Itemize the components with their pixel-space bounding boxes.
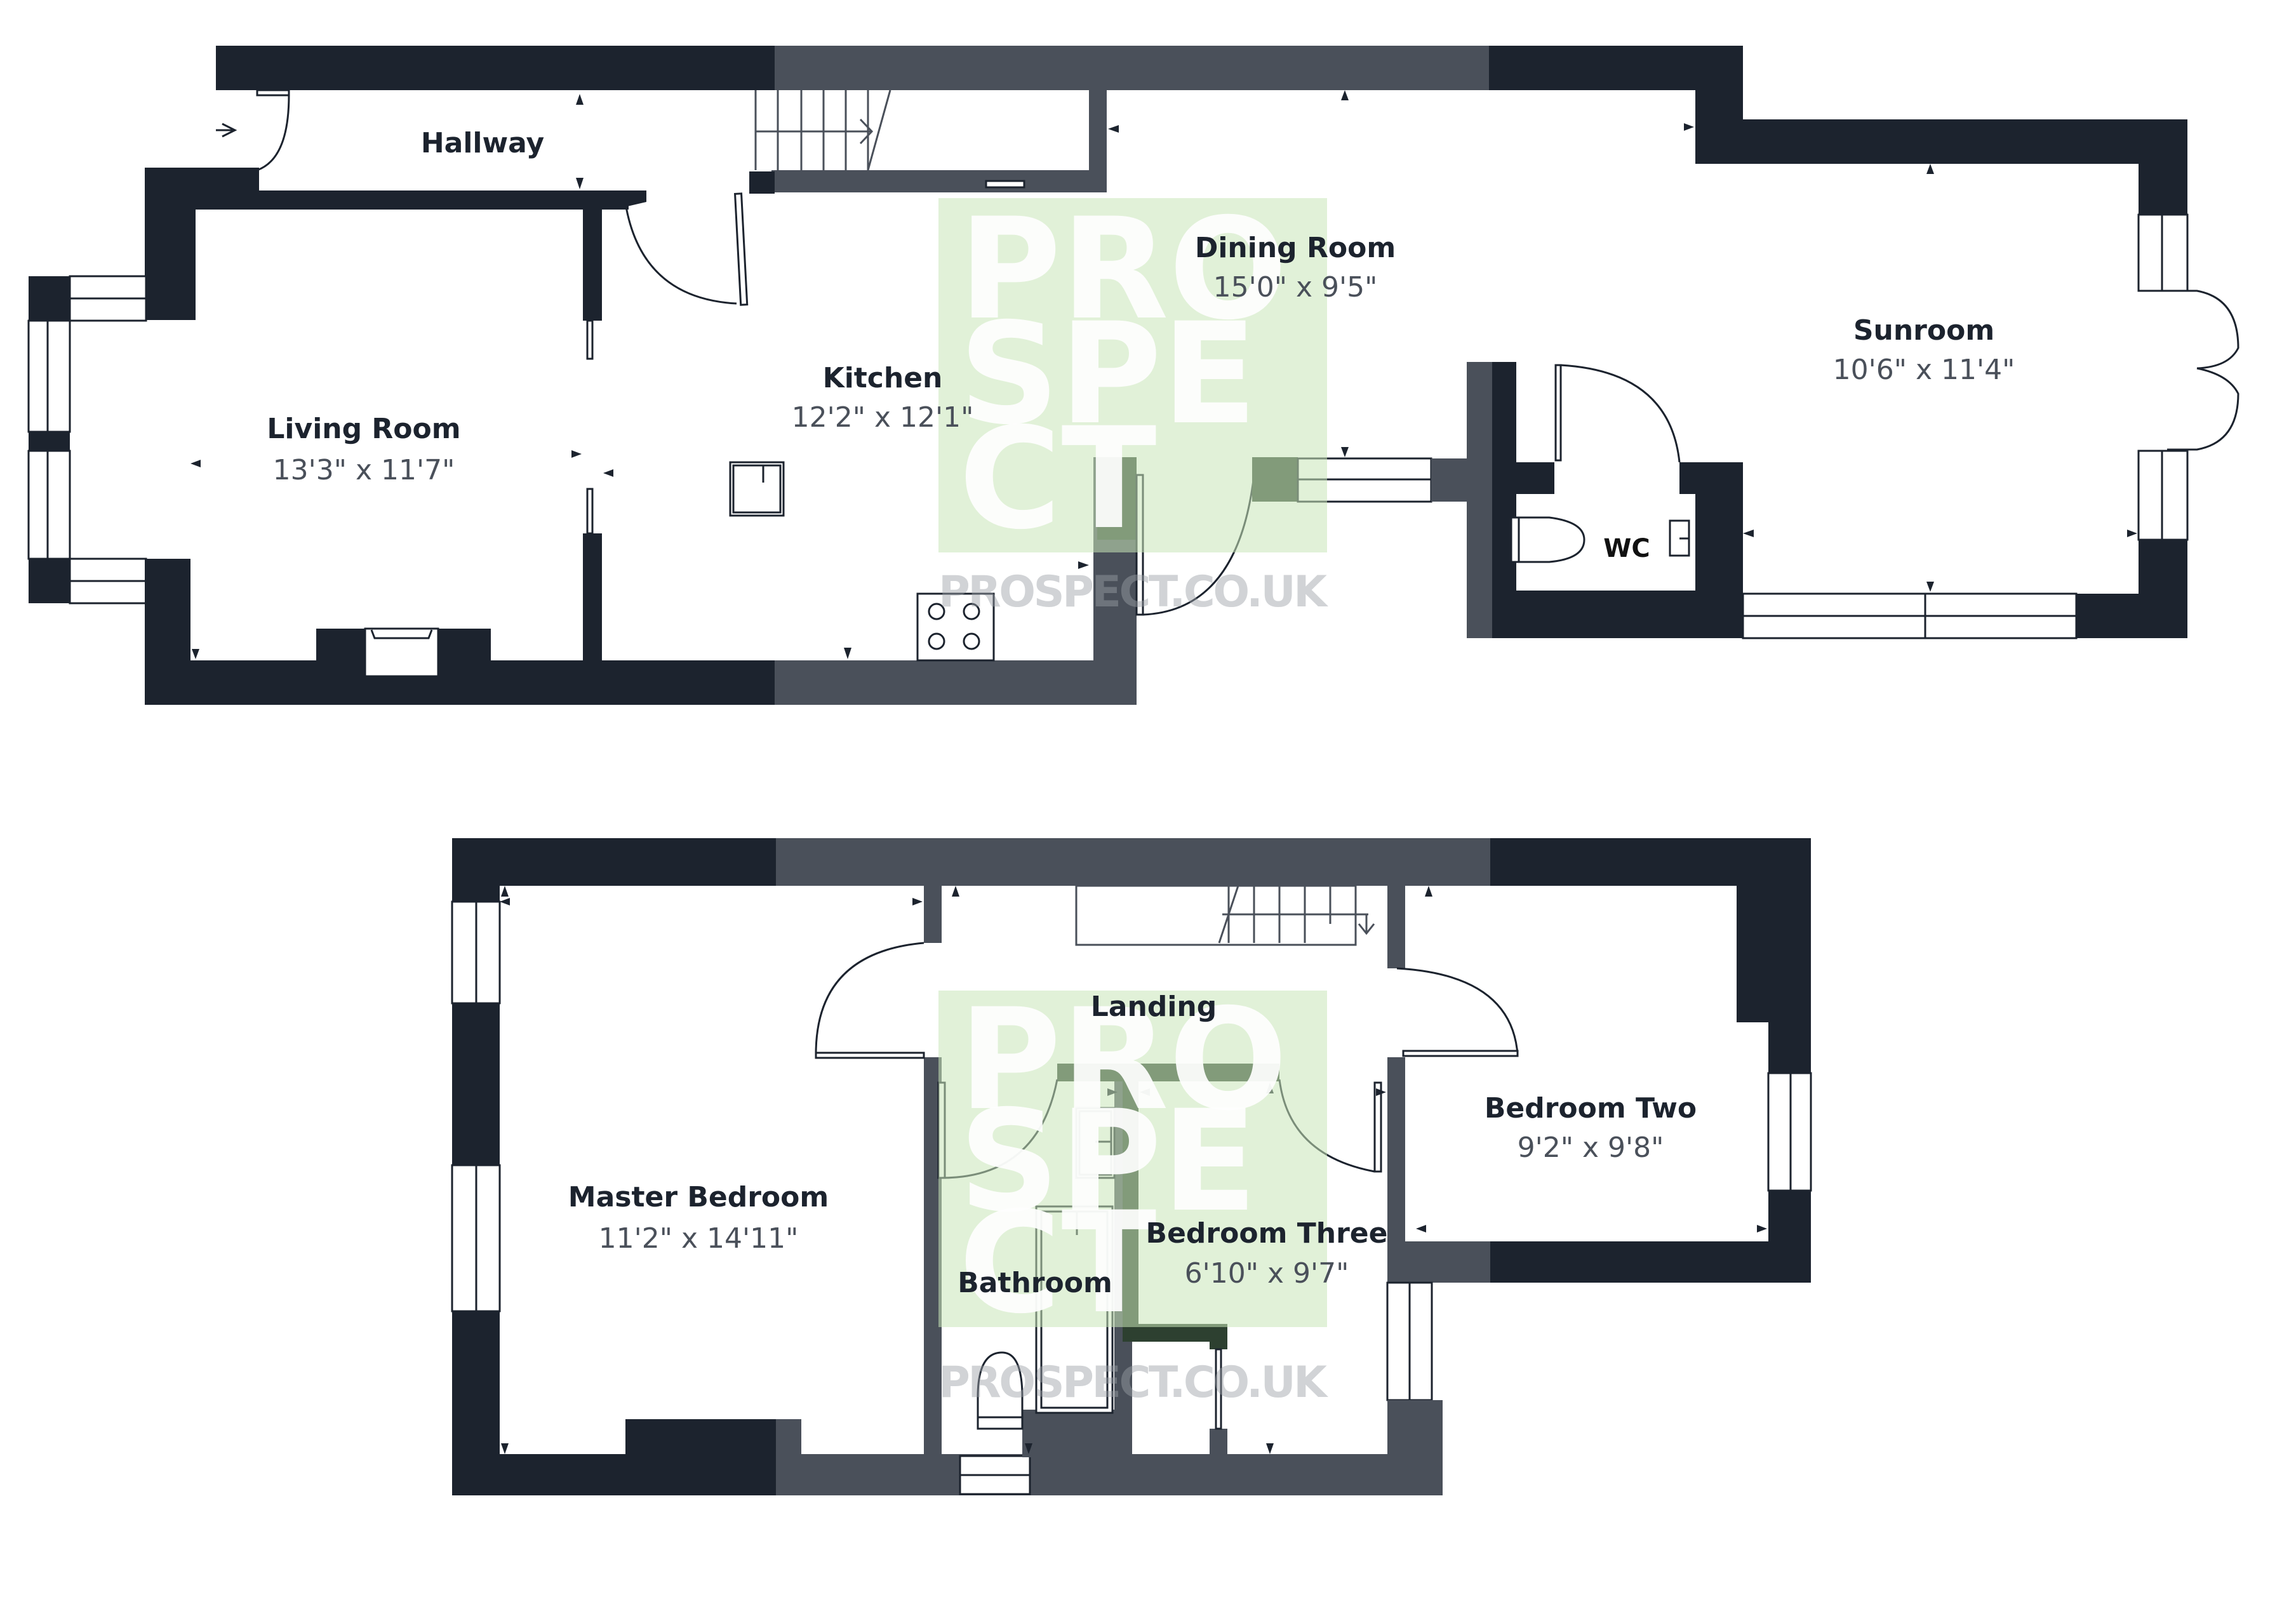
room-dims-dining-room: 15'0" x 9'5" (1213, 271, 1378, 304)
first-floor (451, 838, 1812, 1495)
room-name-dining-room: Dining Room (1195, 232, 1396, 264)
room-dims-bedroom-three: 6'10" x 9'7" (1185, 1257, 1349, 1290)
room-name-bedroom-two: Bedroom Two (1485, 1092, 1697, 1125)
watermark-url: PROSPECT.CO.UK (938, 567, 1328, 617)
stairs-first (1075, 885, 1375, 946)
room-name-hallway: Hallway (421, 127, 544, 159)
room-name-wc: WC (1603, 534, 1650, 563)
watermark-first: PRO SPE CT PROSPECT.CO.UK (938, 978, 1328, 1408)
room-labels-first: Master Bedroom 11'2" x 14'11" Landing Ba… (568, 991, 1697, 1299)
room-dims-kitchen: 12'2" x 12'1" (792, 401, 974, 434)
room-name-bedroom-three: Bedroom Three (1146, 1217, 1388, 1250)
ground-floor (27, 46, 2239, 705)
watermark-text-line2: SPE (959, 1080, 1257, 1243)
watermark-text-line3: CT (959, 397, 1157, 560)
watermark-ground: PRO SPE CT PROSPECT.CO.UK (938, 188, 1328, 617)
watermark-text-line1: PRO (959, 978, 1288, 1141)
watermark-text-line2: SPE (959, 293, 1257, 455)
room-name-living-room: Living Room (267, 413, 460, 445)
room-dims-sunroom: 10'6" x 11'4" (1833, 354, 2015, 386)
stairs-ground (754, 90, 891, 171)
watermark-text-line1: PRO (959, 188, 1288, 351)
room-name-sunroom: Sunroom (1853, 314, 1994, 347)
room-dims-living-room: 13'3" x 11'7" (273, 454, 455, 486)
room-dims-master-bedroom: 11'2" x 14'11" (599, 1222, 799, 1255)
room-name-kitchen: Kitchen (823, 362, 943, 394)
room-labels-ground: Hallway Living Room 13'3" x 11'7" Kitche… (267, 127, 2015, 563)
room-name-master-bedroom: Master Bedroom (568, 1181, 829, 1213)
watermark-text-line3: CT (959, 1182, 1157, 1344)
room-name-landing: Landing (1091, 991, 1217, 1023)
watermark-url: PROSPECT.CO.UK (938, 1358, 1328, 1408)
room-dims-bedroom-two: 9'2" x 9'8" (1518, 1132, 1664, 1164)
room-name-bathroom: Bathroom (958, 1267, 1112, 1299)
